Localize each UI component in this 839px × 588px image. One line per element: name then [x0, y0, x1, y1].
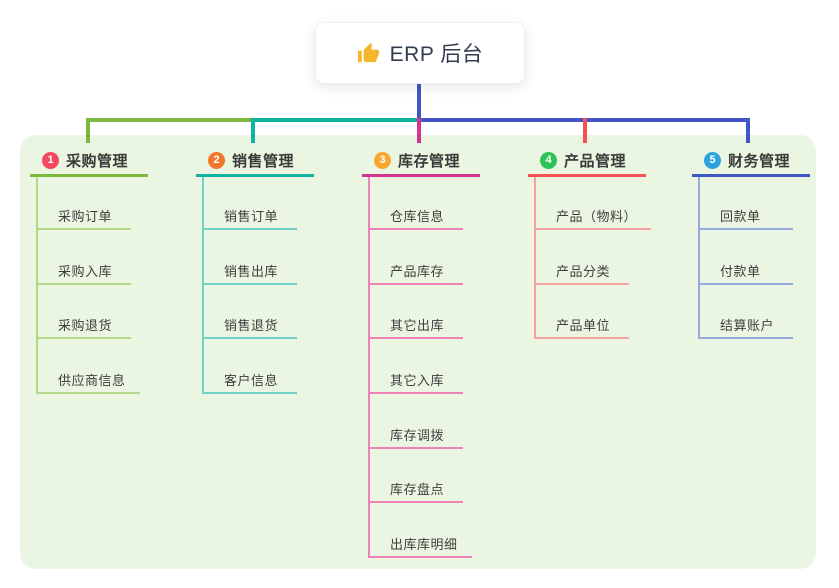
branch-header[interactable]: 4 产品管理 — [528, 147, 646, 177]
mindmap-node[interactable]: 其它出库 — [370, 285, 463, 340]
branch-drop-line — [86, 118, 90, 143]
mindmap-node[interactable]: 采购入库 — [38, 230, 131, 285]
thumbs-up-icon — [357, 42, 379, 62]
branch-items: 产品（物料） 产品分类产品单位 — [534, 177, 652, 340]
mindmap-node[interactable]: 供应商信息 — [38, 339, 140, 395]
node-label: 其它入库 — [390, 373, 445, 389]
node-label: 库存调拨 — [390, 427, 445, 443]
mindmap-node[interactable]: 销售出库 — [204, 230, 297, 285]
mindmap-node[interactable]: 客户信息 — [204, 339, 297, 395]
branch-label: 财务管理 — [728, 153, 791, 170]
mindmap-node[interactable]: 其它入库 — [370, 339, 463, 395]
node-label: 销售出库 — [224, 263, 279, 279]
branch-drop-line — [417, 118, 421, 143]
branch-items: 回款单付款单结算账户 — [698, 177, 793, 340]
node-label: 销售订单 — [224, 209, 279, 224]
node-label: 产品库存 — [390, 263, 445, 279]
node-label: 销售退货 — [224, 318, 279, 334]
mindmap-node[interactable]: 采购退货 — [38, 285, 131, 340]
connector-segment-green — [86, 118, 255, 122]
branch-label: 产品管理 — [564, 153, 627, 170]
branch-header[interactable]: 1 采购管理 — [30, 147, 148, 177]
node-label: 产品单位 — [556, 318, 611, 334]
branch-drop-line — [251, 118, 255, 143]
branch-label: 库存管理 — [398, 153, 461, 170]
mindmap-node[interactable]: 库存调拨 — [370, 394, 463, 449]
node-label: 付款单 — [720, 263, 761, 279]
mindmap-node[interactable]: 采购订单 — [38, 177, 131, 230]
mindmap-node[interactable]: 库存盘点 — [370, 449, 463, 504]
branches-panel — [20, 135, 816, 569]
node-label: 供应商信息 — [58, 373, 126, 389]
branch-drop-line — [583, 118, 587, 143]
node-label: 仓库信息 — [390, 209, 445, 224]
branch: 3 库存管理 仓库信息产品库存其它出库其它入库库存调拨库存盘点出库库明细 — [362, 147, 480, 559]
node-label: 其它出库 — [390, 318, 445, 334]
branch-header[interactable]: 2 销售管理 — [196, 147, 314, 177]
mindmap-node[interactable]: 仓库信息 — [370, 177, 463, 230]
mindmap-node[interactable]: 产品单位 — [536, 285, 629, 340]
mindmap-node[interactable]: 产品（物料） — [536, 177, 652, 230]
node-label: 回款单 — [720, 209, 761, 224]
node-label: 采购入库 — [58, 263, 113, 279]
node-label: 库存盘点 — [390, 482, 445, 498]
mindmap-node[interactable]: 出库库明细 — [370, 503, 472, 559]
branch: 1 采购管理 采购订单采购入库采购退货供应商信息 — [30, 147, 148, 395]
root-node[interactable]: ERP 后台 — [315, 22, 525, 84]
node-label: 客户信息 — [224, 373, 279, 389]
branch: 4 产品管理 产品（物料） 产品分类产品单位 — [528, 147, 652, 340]
node-label: 结算账户 — [720, 318, 775, 334]
branch-drop-line — [746, 118, 750, 143]
root-title: ERP 后台 — [389, 43, 484, 66]
root-stem-line — [417, 82, 421, 122]
node-label: 采购订单 — [58, 209, 113, 224]
node-label: 产品分类 — [556, 263, 611, 279]
branch: 5 财务管理 回款单付款单结算账户 — [692, 147, 810, 340]
branch-label: 销售管理 — [232, 153, 295, 170]
mindmap-node[interactable]: 付款单 — [700, 230, 793, 285]
branch-index-badge: 3 — [374, 152, 391, 169]
mindmap-node[interactable]: 回款单 — [700, 177, 793, 230]
mindmap-node[interactable]: 结算账户 — [700, 285, 793, 340]
mindmap-node[interactable]: 产品库存 — [370, 230, 463, 285]
connector-segment-teal — [251, 118, 417, 122]
branch-items: 销售订单销售出库销售退货客户信息 — [202, 177, 297, 395]
mindmap-node[interactable]: 销售订单 — [204, 177, 297, 230]
branch-items: 仓库信息产品库存其它出库其它入库库存调拨库存盘点出库库明细 — [368, 177, 472, 559]
mindmap-node[interactable]: 产品分类 — [536, 230, 629, 285]
node-label: 出库库明细 — [390, 537, 458, 553]
branch-label: 采购管理 — [66, 153, 129, 170]
branch-header[interactable]: 3 库存管理 — [362, 147, 480, 177]
mindmap-node[interactable]: 销售退货 — [204, 285, 297, 340]
branch-index-badge: 4 — [540, 152, 557, 169]
node-label: 产品（物料） — [556, 209, 638, 224]
branch-index-badge: 5 — [704, 152, 721, 169]
branch-header[interactable]: 5 财务管理 — [692, 147, 810, 177]
branch-index-badge: 1 — [42, 152, 59, 169]
branch: 2 销售管理 销售订单销售出库销售退货客户信息 — [196, 147, 314, 395]
branch-index-badge: 2 — [208, 152, 225, 169]
node-label: 采购退货 — [58, 318, 113, 334]
branch-items: 采购订单采购入库采购退货供应商信息 — [36, 177, 140, 395]
